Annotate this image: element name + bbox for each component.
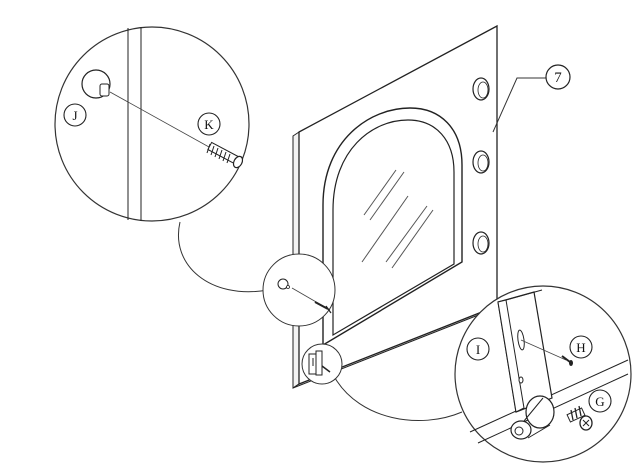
leader-curve-top-detail [178, 221, 269, 293]
callout-k-balloon [197, 112, 221, 136]
hinge-hole-bottom [472, 231, 490, 255]
screw-k-icon [206, 141, 244, 169]
knob-small [277, 278, 289, 290]
callout-j-balloon [63, 103, 87, 127]
knob-j [81, 69, 111, 99]
leader-curve-bottom-detail [334, 377, 463, 422]
callout-j-label: J [72, 108, 77, 123]
hinge-hole-middle [472, 150, 490, 174]
callout-g-balloon [588, 389, 612, 413]
screw-h-icon [561, 355, 573, 366]
screw-small-icon [314, 301, 332, 314]
part-number-label: 7 [554, 70, 562, 86]
callout-h-label: H [576, 340, 585, 355]
part-number-leader [492, 77, 546, 133]
glass-reflection [361, 169, 434, 269]
callout-g-label: G [595, 394, 604, 409]
callout-k-label: K [204, 117, 214, 132]
callout-i-label: I [476, 342, 480, 357]
knob-detail-circle [262, 253, 336, 327]
detail-view-hinge: I H G [454, 285, 632, 463]
screw-g-icon [566, 405, 593, 431]
callout-i-balloon [466, 337, 490, 361]
arched-window [322, 107, 463, 347]
part-number-balloon [545, 64, 571, 90]
hinge-bracket-i [497, 289, 555, 440]
hinge-hole-top [472, 77, 490, 101]
callout-h-balloon [569, 335, 593, 359]
detail-view-knob: J K [54, 26, 250, 222]
hinge-detail-circle-small [301, 343, 343, 385]
